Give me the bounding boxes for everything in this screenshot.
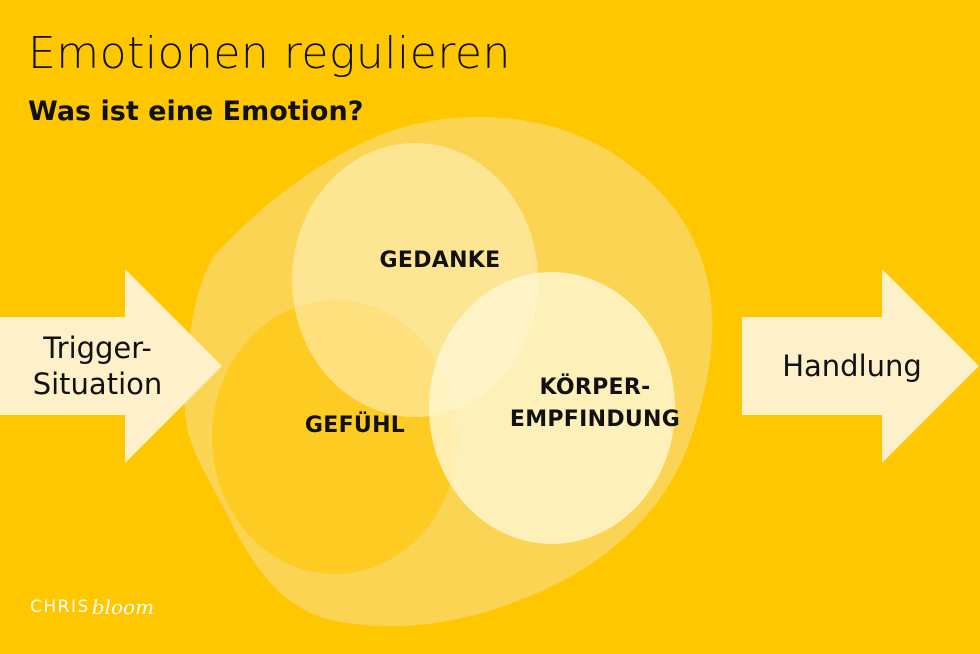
koerper-label-line1: KÖRPER-: [539, 375, 651, 400]
handlung-label: Handlung: [782, 349, 922, 383]
logo-chris: CHRIS: [30, 597, 90, 617]
koerper-label-line2: EMPFINDUNG: [509, 407, 681, 432]
page-title: Emotionen regulieren: [28, 28, 511, 79]
trigger-label-line1: Trigger-: [43, 331, 152, 365]
brand-logo: CHRIS bloom: [30, 597, 154, 617]
trigger-arrow: [0, 269, 222, 463]
page-subtitle: Was ist eine Emotion?: [28, 96, 364, 127]
koerper-circle: [429, 272, 675, 544]
logo-bloom: bloom: [91, 595, 155, 619]
koerper-label: KÖRPER- EMPFINDUNG: [460, 372, 730, 436]
handlung-arrow: [742, 269, 979, 463]
gedanke-label: GEDANKE: [379, 248, 501, 273]
trigger-label: Trigger- Situation: [0, 330, 195, 402]
gefuehl-label: GEFÜHL: [304, 413, 406, 438]
trigger-label-line2: Situation: [32, 367, 163, 401]
